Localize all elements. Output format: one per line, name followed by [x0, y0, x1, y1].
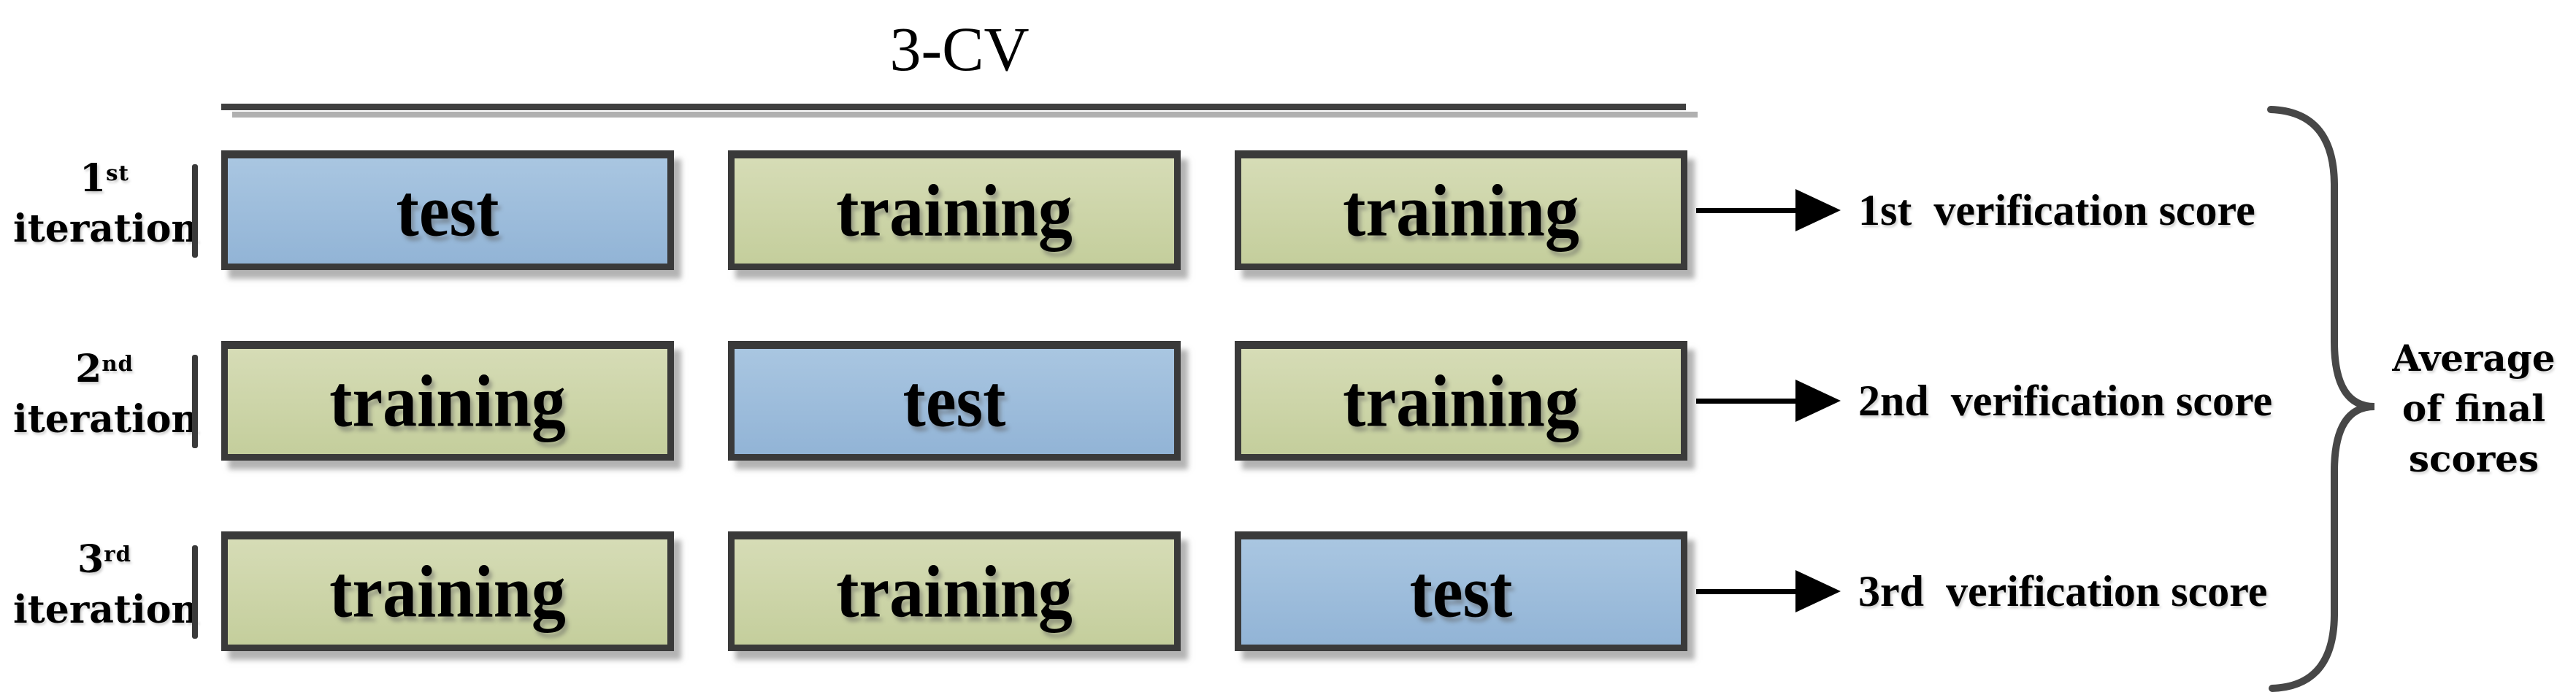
iteration-ordinal: 2nd: [75, 347, 134, 391]
iteration-word: iteration: [13, 207, 199, 251]
verification-score-label-2: 2nd verification score: [1858, 377, 2273, 425]
label-divider-tick: [192, 545, 198, 639]
cv-row-3: 3rd iteration training training test 3rd…: [0, 531, 2576, 692]
ordinal-suffix: st: [106, 160, 130, 185]
iteration-ordinal: 3rd: [77, 537, 131, 582]
fold-box-test: test: [221, 150, 674, 270]
ordinal-suffix: rd: [104, 541, 131, 566]
arrow-head: [1795, 380, 1841, 422]
fold-box-test: test: [728, 341, 1181, 461]
cv-row-2: 2nd iteration training test training 2nd…: [0, 341, 2576, 532]
average-line-1: Average: [2392, 337, 2556, 380]
title-underline-shadow: [232, 112, 1698, 118]
fold-box-training: training: [728, 150, 1181, 270]
fold-box-label: test: [396, 169, 499, 253]
fold-box-training: training: [1235, 341, 1687, 461]
label-divider-tick: [192, 164, 198, 258]
fold-box-label: test: [902, 360, 1006, 443]
title-underline-dark: [221, 104, 1686, 110]
label-divider-tick: [192, 355, 198, 448]
verification-score-label-3: 3rd verification score: [1858, 567, 2268, 615]
iteration-word: iteration: [13, 397, 199, 442]
arrow-shaft: [1696, 208, 1797, 213]
fold-box-label: test: [1409, 550, 1513, 634]
fold-box-label: training: [329, 550, 566, 634]
cv-row-1: 1st iteration test training training 1st…: [0, 150, 2576, 342]
fold-box-test: test: [1235, 531, 1687, 651]
fold-box-training: training: [1235, 150, 1687, 270]
arrow-shaft: [1696, 589, 1797, 594]
fold-box-label: training: [836, 550, 1073, 634]
diagram-title: 3-CV: [889, 14, 1030, 84]
arrow-shaft: [1696, 399, 1797, 404]
fold-box-label: training: [329, 360, 566, 443]
average-line-2: of final: [2401, 387, 2546, 430]
average-of-scores-label: Average of final scores: [2373, 333, 2575, 484]
iteration-label-2: 2nd iteration: [13, 347, 199, 442]
average-line-3: scores: [2408, 437, 2539, 480]
arrow-head: [1795, 189, 1841, 231]
iteration-word: iteration: [13, 588, 199, 632]
fold-box-training: training: [728, 531, 1181, 651]
iteration-ordinal: 1st: [79, 156, 130, 201]
fold-box-training: training: [221, 531, 674, 651]
arrow-head: [1795, 570, 1841, 612]
fold-box-label: training: [1343, 360, 1579, 443]
ordinal-suffix: nd: [101, 350, 134, 376]
iteration-label-3: 3rd iteration: [13, 537, 199, 633]
fold-box-label: training: [1343, 169, 1579, 253]
fold-box-training: training: [221, 341, 674, 461]
iteration-label-1: 1st iteration: [13, 156, 199, 252]
fold-box-label: training: [836, 169, 1073, 253]
verification-score-label-1: 1st verification score: [1858, 186, 2255, 234]
